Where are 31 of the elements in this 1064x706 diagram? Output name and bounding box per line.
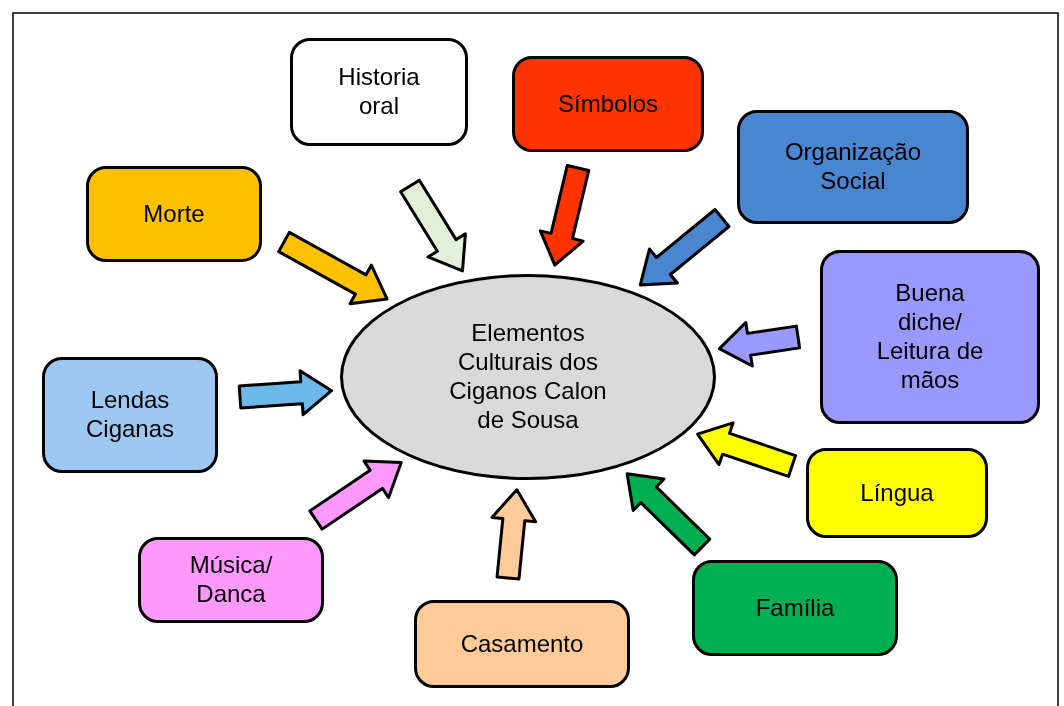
topic-label: Música/ Danca <box>188 551 274 609</box>
block-arrow <box>277 230 389 306</box>
block-arrow <box>638 208 731 287</box>
topic-box <box>806 448 988 538</box>
block-arrow <box>717 321 802 368</box>
topic-box <box>512 56 704 152</box>
topic-box <box>692 560 898 656</box>
topic-label: Organização Social <box>783 138 923 196</box>
topic-label: Casamento <box>460 629 584 659</box>
topic-label: Língua <box>860 478 934 508</box>
topic-box <box>737 110 969 224</box>
block-arrow <box>696 421 797 478</box>
topic-label: Historia oral <box>337 63 421 121</box>
topic-label: Lendas Ciganas <box>84 386 176 444</box>
topic-box <box>138 537 324 623</box>
topic-box <box>86 166 262 262</box>
topic-label: Família <box>755 593 835 623</box>
topic-box <box>414 600 630 688</box>
block-arrow <box>625 472 712 557</box>
block-arrow <box>490 488 538 581</box>
topic-box <box>290 38 468 146</box>
block-arrow <box>538 163 591 267</box>
topic-box <box>820 250 1040 424</box>
topic-box <box>42 357 218 473</box>
topic-label: Morte <box>143 199 205 229</box>
block-arrow <box>237 369 333 417</box>
topic-label: Buena diche/ Leitura de mãos <box>875 279 985 395</box>
block-arrow <box>399 178 467 273</box>
block-arrow <box>308 459 403 531</box>
topic-label: Símbolos <box>557 89 658 119</box>
central-title: Elementos Culturais dos Ciganos Calon de Sousa <box>448 319 608 435</box>
